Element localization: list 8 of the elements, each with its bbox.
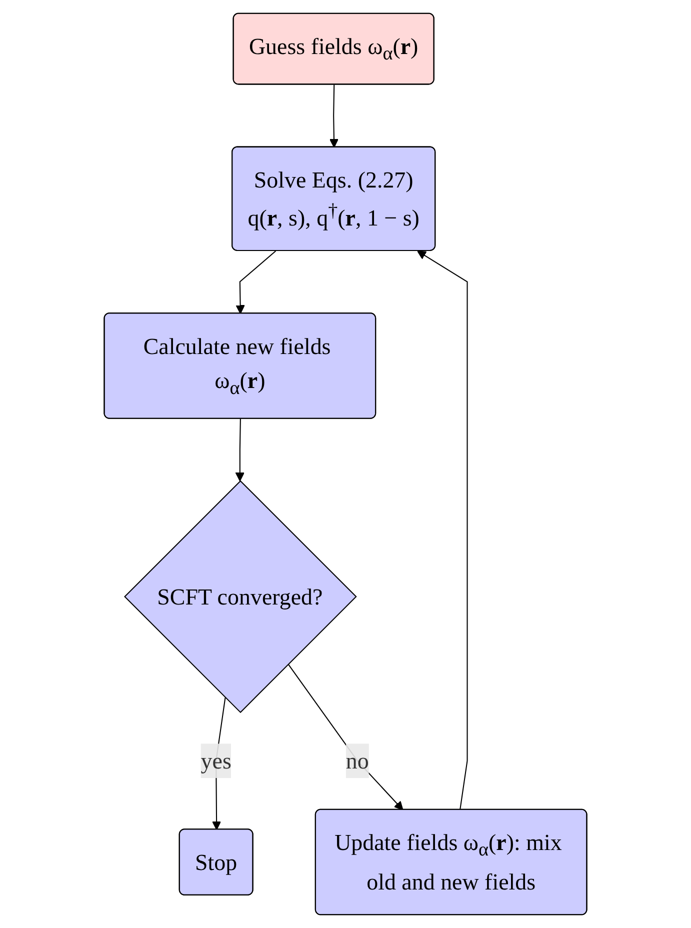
arrow	[329, 84, 339, 148]
node-diamond: SCFT converged?	[124, 480, 357, 714]
edge-label: no	[346, 748, 369, 774]
arrow	[235, 418, 244, 482]
arrow	[417, 250, 468, 810]
arrow	[236, 250, 276, 314]
edge-label: yes	[200, 748, 232, 774]
arrow	[288, 664, 404, 810]
